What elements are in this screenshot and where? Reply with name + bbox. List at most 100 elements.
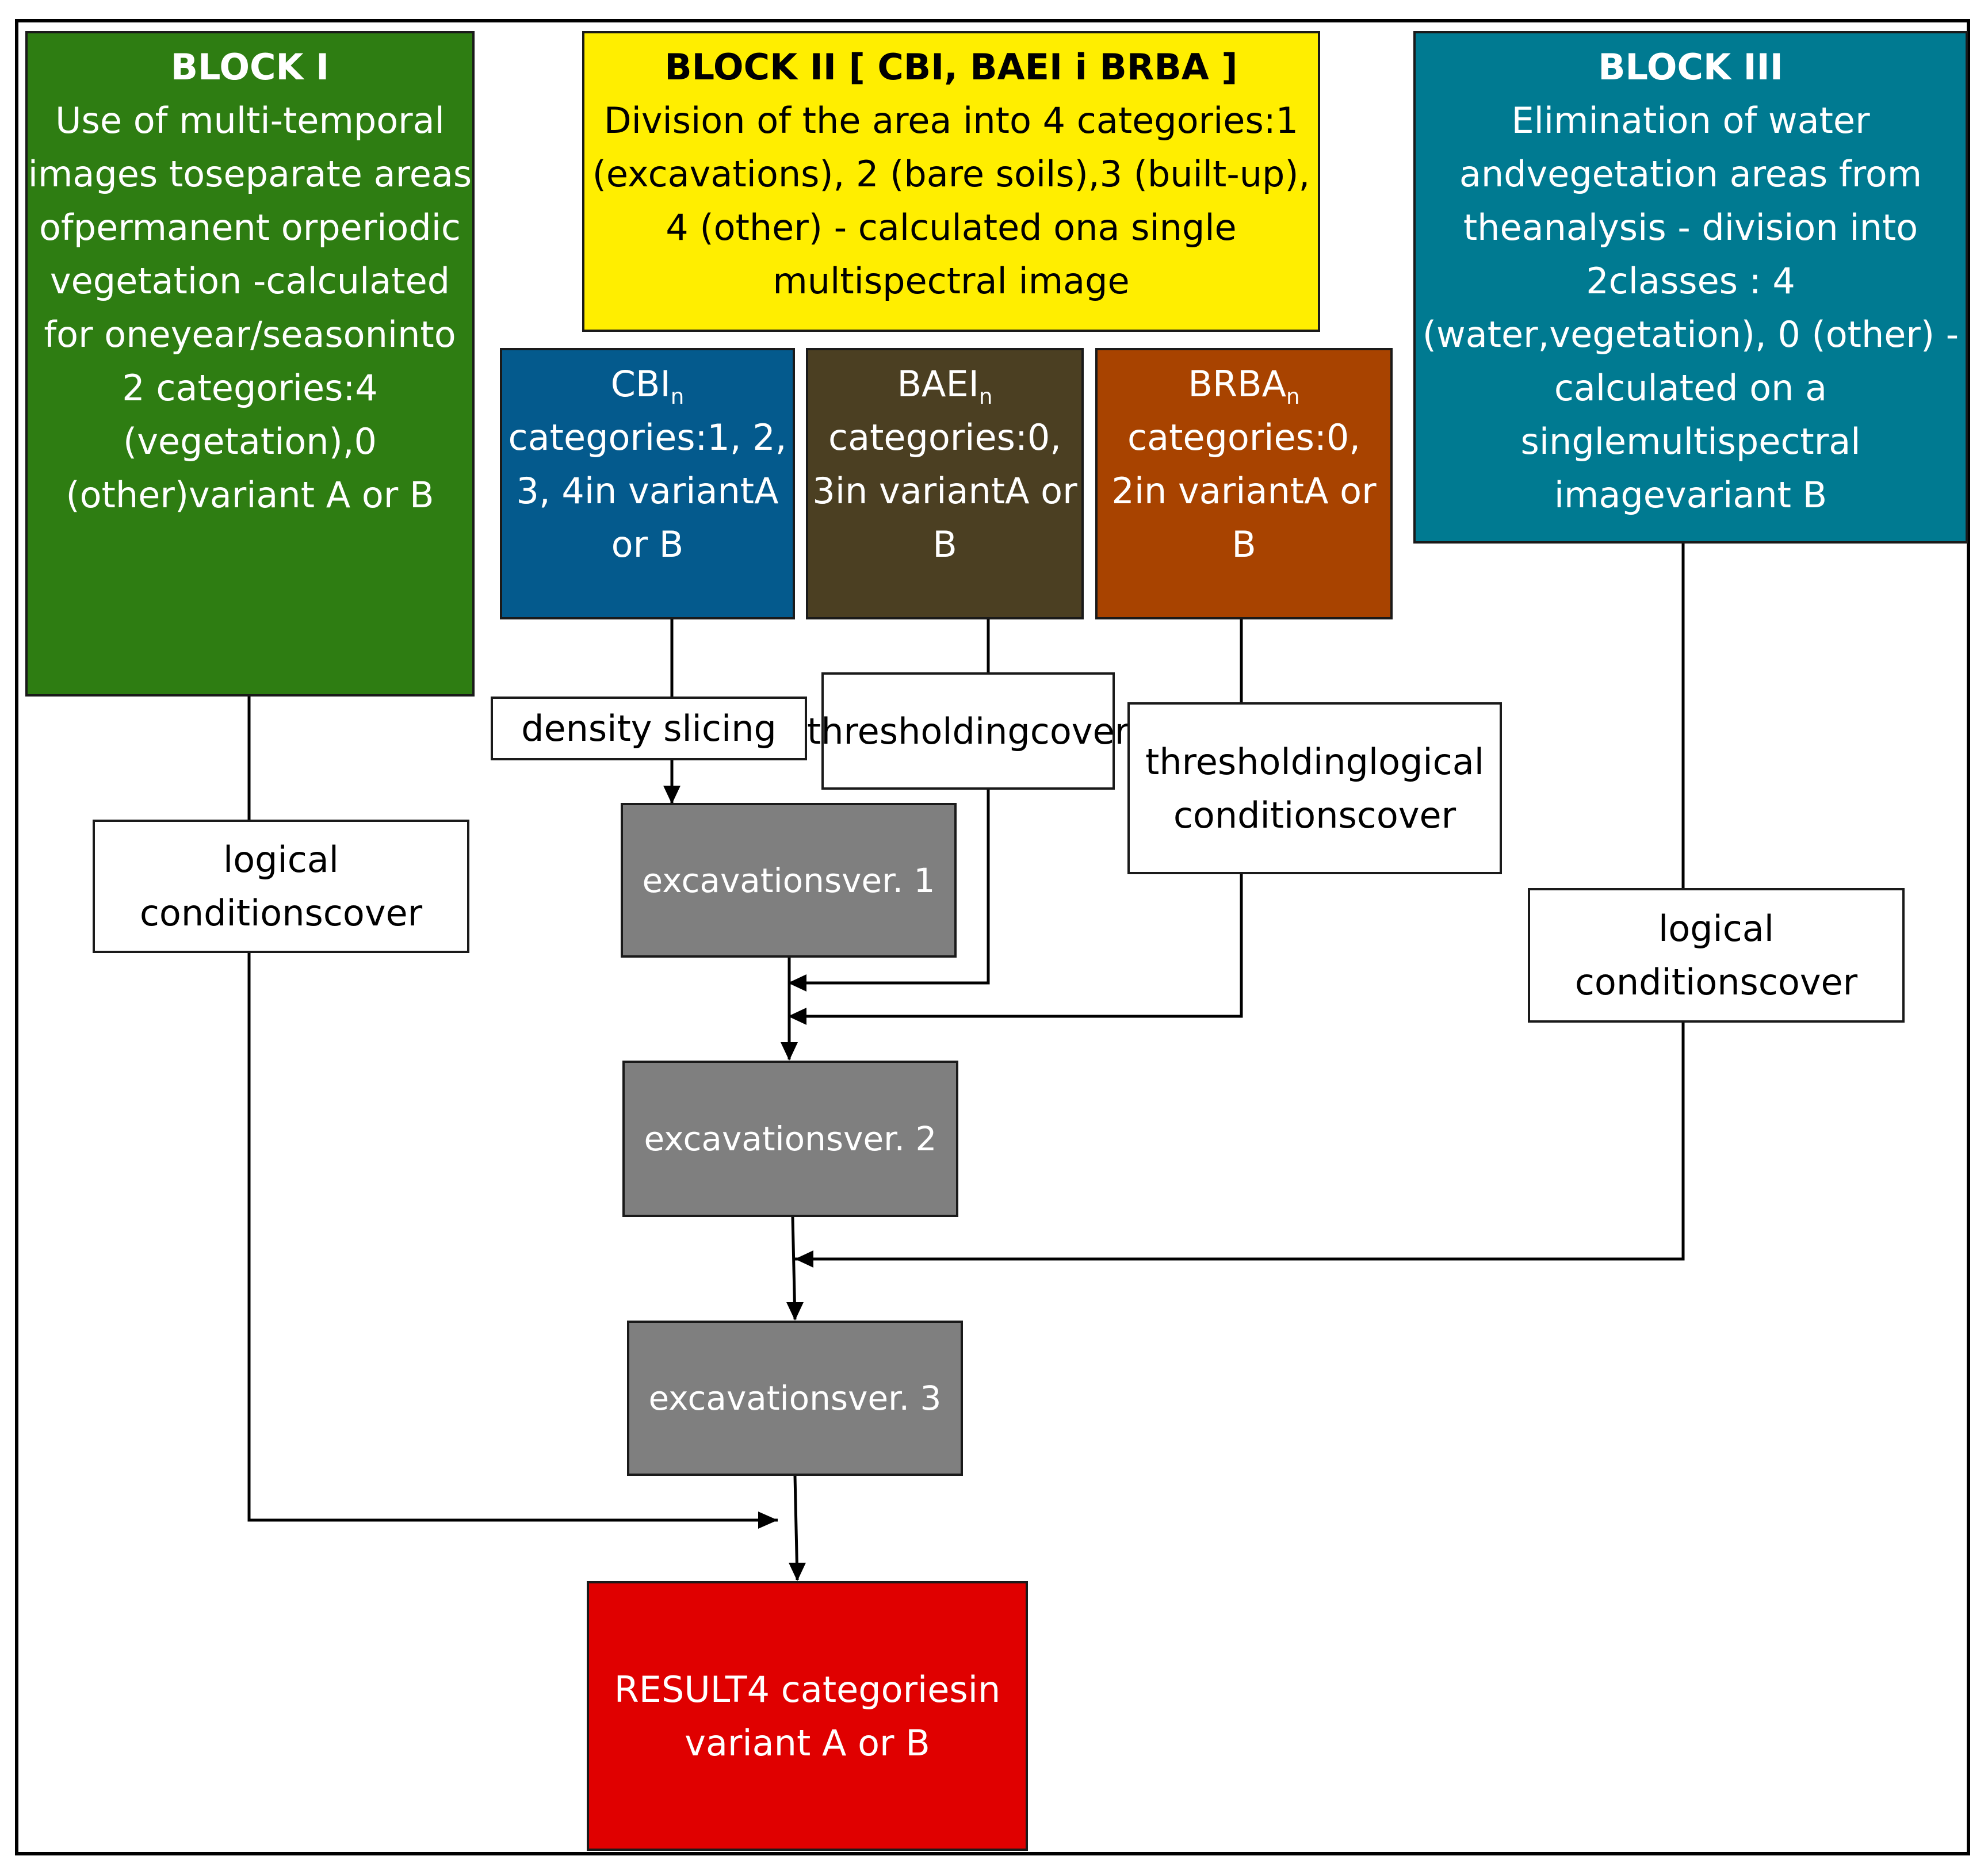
- arrowhead-baei-into-chain: [788, 974, 806, 992]
- text-line: 0 (other): [66, 420, 377, 516]
- arrowhead-block3-into-chain: [795, 1250, 813, 1268]
- connector-block1-logic-to-result: [247, 953, 778, 1522]
- text-line: A or B: [1232, 470, 1377, 565]
- text-line: calculated on a single: [1520, 367, 1828, 462]
- brba-thresholding-text: thresholdinglogical conditionscover: [1130, 735, 1500, 842]
- text-line: thresholding: [1145, 740, 1368, 783]
- text-line: 1, 2, 3, 4: [516, 416, 787, 512]
- text-line: logical conditions: [1173, 740, 1484, 836]
- text-line: multispectral image: [1554, 420, 1861, 516]
- block-2: BLOCK II [ CBI, BAEI i BRBA ] Division o…: [582, 31, 1320, 332]
- text-line: density slicing: [521, 707, 777, 749]
- text-line: a single multispectral image: [773, 206, 1237, 302]
- cbi-index-body: categories:1, 2, 3, 4in variantA or B: [502, 411, 793, 571]
- text-line: in variant: [584, 470, 755, 512]
- arrowhead-brba-into-chain: [788, 1008, 806, 1025]
- text-line: variant A or B: [189, 474, 434, 516]
- text-line: separate areas of: [39, 153, 472, 248]
- text-line: permanent or: [73, 206, 318, 248]
- block-1-body: Use of multi-temporal images toseparate …: [28, 94, 472, 522]
- arrowhead-density-to-ver1: [663, 786, 680, 804]
- text-line: 3 (built-up), 4 (other) - calculated on: [666, 153, 1310, 248]
- arrowhead-ver2-to-ver3: [786, 1302, 804, 1321]
- text-line: classes : 4 (water,: [1422, 260, 1795, 355]
- arrowhead-ver3-to-result: [789, 1563, 806, 1581]
- block-3: BLOCK III Elimination of water andvegeta…: [1413, 31, 1968, 544]
- text-line: categories:: [508, 416, 708, 458]
- block-2-title: BLOCK II [ CBI, BAEI i BRBA ]: [664, 46, 1238, 88]
- density-slicing-box: density slicing: [491, 697, 807, 760]
- block-1-logical-conditions-text: logical conditionscover: [95, 833, 467, 940]
- text-line: calculated for one: [44, 260, 450, 355]
- baei-thresholding-box: thresholdingcover: [807, 672, 1129, 790]
- block-1-logical-conditions-box: logical conditionscover: [93, 820, 469, 953]
- excavations-ver-3: excavationsver. 3: [627, 1321, 963, 1476]
- excavations-ver-2: excavationsver. 2: [622, 1061, 958, 1217]
- text-line: cover: [1356, 794, 1456, 836]
- arrowhead-ver1-to-ver2: [781, 1042, 798, 1061]
- baei-thresholding-text: thresholdingcover: [807, 705, 1129, 758]
- text-line: into 2 categories:: [122, 313, 456, 409]
- baei-index-name: BAEIn: [897, 363, 993, 410]
- text-line: RESULT: [614, 1668, 747, 1711]
- text-line: Use of multi-: [55, 100, 283, 141]
- cbi-index-box: CBIn categories:1, 2, 3, 4in variantA or…: [500, 348, 795, 619]
- text-line: categories:: [828, 416, 1027, 458]
- connector-baei-threshold-to-chain: [788, 790, 990, 985]
- text-line: A or B: [932, 470, 1077, 565]
- baei-index-body: categories:0, 3in variantA or B: [808, 411, 1081, 571]
- text-line: ver. 1: [842, 860, 935, 900]
- brba-index-box: BRBAn categories:0, 2in variantA or B: [1095, 348, 1393, 619]
- text-line: excavations: [648, 1379, 848, 1418]
- text-line: thresholding: [806, 710, 1030, 752]
- brba-index-body: categories:0, 2in variantA or B: [1098, 411, 1390, 571]
- connector-ver3-to-result: [793, 1475, 799, 1581]
- result-text: RESULT4 categoriesin variant A or B: [589, 1663, 1026, 1770]
- text-line: A or B: [611, 470, 779, 565]
- block-1: BLOCK I Use of multi-temporal images tos…: [25, 31, 475, 697]
- density-slicing-text: density slicing: [521, 702, 777, 755]
- block-3-logical-conditions-box: logical conditionscover: [1528, 888, 1905, 1023]
- text-line: Elimination of water and: [1459, 100, 1870, 195]
- text-line: in variant: [835, 470, 1006, 512]
- text-line: 1 (excavations), 2 (bare soils),: [592, 100, 1299, 195]
- text-line: 4 (vegetation),: [123, 367, 378, 462]
- text-line: in variant A or B: [685, 1668, 1001, 1764]
- text-line: logical conditions: [1574, 908, 1775, 1003]
- text-line: 0, 2: [1111, 416, 1361, 512]
- excavations-ver-1-text: excavationsver. 1: [643, 856, 935, 905]
- block-3-logical-conditions-text: logical conditionscover: [1530, 902, 1902, 1009]
- text-line: temporal images to: [28, 100, 445, 195]
- text-line: cover: [1030, 710, 1130, 752]
- block-2-body: Division of the area into 4 categories:1…: [584, 94, 1318, 308]
- excavations-ver-1: excavationsver. 1: [621, 803, 957, 958]
- text-line: logical conditions: [139, 839, 339, 934]
- text-line: ver. 2: [843, 1119, 937, 1158]
- text-line: in variant: [1134, 470, 1305, 512]
- block-3-title: BLOCK III: [1598, 46, 1783, 88]
- text-line: variant B: [1665, 474, 1828, 516]
- brba-thresholding-box: thresholdinglogical conditionscover: [1127, 702, 1502, 874]
- arrowhead-block1-to-result: [758, 1512, 778, 1529]
- text-line: year/season: [170, 313, 388, 355]
- text-line: analysis - division into 2: [1521, 206, 1918, 302]
- cbi-index-name: CBIn: [610, 363, 685, 410]
- brba-index-name: BRBAn: [1188, 363, 1300, 410]
- text-line: vegetation areas from the: [1463, 153, 1922, 248]
- excavations-ver-3-text: excavationsver. 3: [649, 1373, 942, 1423]
- text-line: cover: [1758, 961, 1858, 1003]
- text-line: vegetation), 0 (other) -: [1549, 313, 1959, 355]
- result-box: RESULT4 categoriesin variant A or B: [587, 1581, 1028, 1851]
- text-line: periodic vegetation -: [49, 206, 461, 302]
- text-line: cover: [323, 892, 423, 934]
- connector-block3-logic-to-chain: [795, 1023, 1685, 1261]
- diagram-frame: [15, 19, 1970, 1855]
- text-line: 4 categories: [747, 1668, 968, 1711]
- block-1-title: BLOCK I: [170, 46, 330, 88]
- text-line: excavations: [642, 860, 842, 900]
- baei-index-box: BAEIn categories:0, 3in variantA or B: [806, 348, 1084, 619]
- text-line: 0, 3: [812, 416, 1062, 512]
- block-3-body: Elimination of water andvegetation areas…: [1416, 94, 1966, 522]
- connector-brba-threshold-to-chain: [788, 874, 1243, 1018]
